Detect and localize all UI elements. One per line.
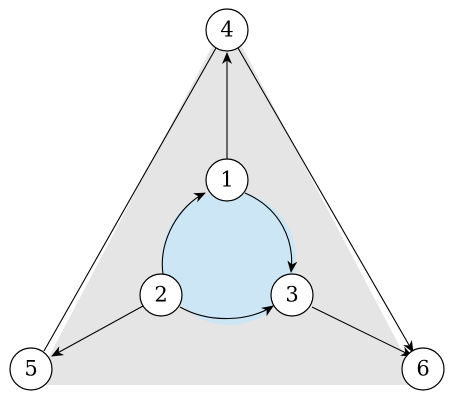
node-2-label: 2	[154, 283, 167, 307]
edge-3-to-6	[311, 306, 413, 357]
node-6-circle	[401, 347, 445, 391]
node-1-label: 1	[220, 168, 233, 192]
edge-2-to-3	[179, 305, 274, 320]
node-4: 4	[205, 8, 249, 52]
node-2: 2	[139, 273, 183, 317]
node-2-circle	[139, 273, 183, 317]
edge-1-to-3	[244, 192, 298, 273]
node-5-label: 5	[24, 357, 37, 381]
edge-4-to-5	[43, 47, 217, 352]
edge-2-to-5	[51, 305, 144, 357]
node-1: 1	[205, 158, 249, 202]
node-6: 6	[401, 347, 445, 391]
node-4-circle	[205, 8, 249, 52]
node-1-circle	[205, 158, 249, 202]
node-3-circle	[270, 273, 314, 317]
edges	[43, 47, 414, 357]
node-5-circle	[9, 347, 53, 391]
node-3: 3	[270, 273, 314, 317]
node-3-label: 3	[285, 283, 298, 307]
edge-4-to-6	[237, 47, 414, 353]
node-6-label: 6	[416, 357, 429, 381]
node-5: 5	[9, 347, 53, 391]
inner-circle-region	[162, 191, 296, 325]
edge-2-to-1	[161, 192, 206, 275]
node-4-label: 4	[220, 18, 233, 42]
